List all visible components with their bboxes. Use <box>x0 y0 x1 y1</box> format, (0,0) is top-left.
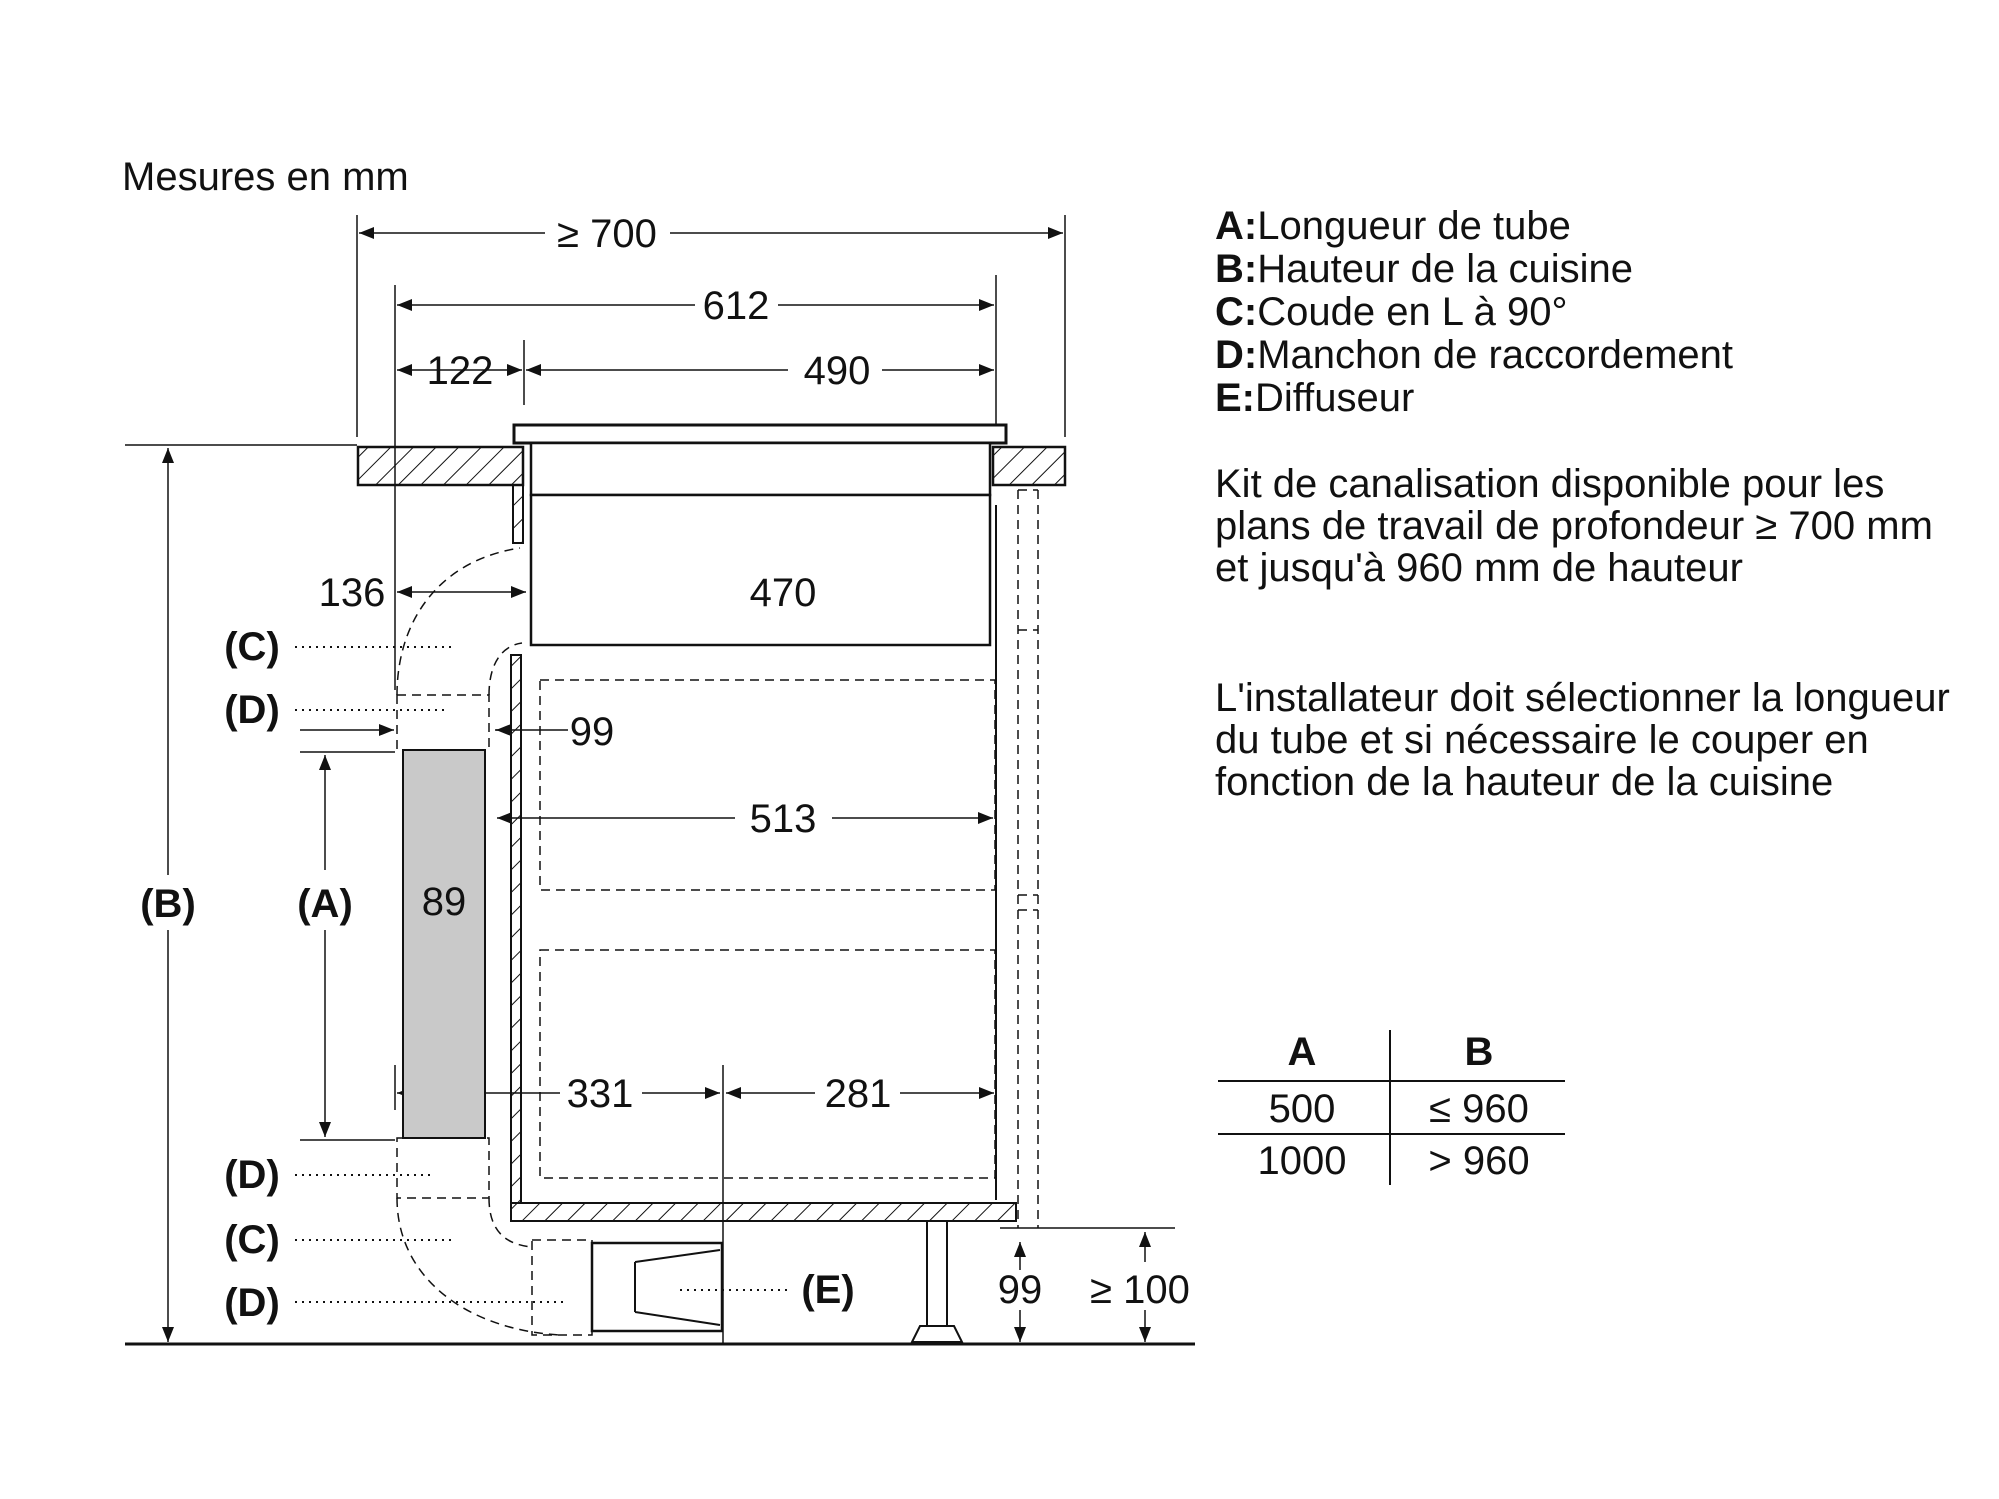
legend-key: E: <box>1215 376 1255 420</box>
diffuser <box>590 1241 724 1333</box>
dim-lower-left: 331 <box>567 1072 634 1116</box>
dim-plinth-height: 99 <box>998 1268 1043 1312</box>
callout-c-bottom: (C) <box>224 1218 280 1262</box>
legend-item: D:Manchon de raccordement <box>1215 334 1975 377</box>
diagram-title: Mesures en mm <box>122 155 409 199</box>
legend-key: A: <box>1215 204 1258 248</box>
callout-labels: (B) (A) (C) (D) (D) (C) (D) (E) <box>140 625 854 1325</box>
legend-item: A:Longueur de tube <box>1215 205 1975 248</box>
table-cell: > 960 <box>1428 1139 1530 1183</box>
table-grid <box>1218 1030 1565 1185</box>
dim-lower-right: 281 <box>825 1072 892 1116</box>
legend-text: Hauteur de la cuisine <box>1257 247 1633 291</box>
countertop <box>356 423 1067 544</box>
table-header-b: B <box>1464 1030 1494 1074</box>
dim-pipe-width: 89 <box>422 880 467 924</box>
legend-text: Coude en L à 90° <box>1257 290 1568 334</box>
callout-leaders <box>295 646 790 1303</box>
installer-note: L'installateur doit sélectionner la long… <box>1215 676 1950 804</box>
dim-plinth-min: ≥ 100 <box>1090 1268 1190 1312</box>
table-cell: 1000 <box>1257 1139 1347 1183</box>
legend-key: B: <box>1215 247 1258 291</box>
dim-front-offset: 122 <box>427 349 494 393</box>
cabinet-foot <box>910 1220 964 1343</box>
dim-unit-inner: 470 <box>750 571 817 615</box>
callout-c-top: (C) <box>224 625 280 669</box>
dim-unit-depth: 490 <box>804 349 871 393</box>
callout-d-bottom: (D) <box>224 1281 280 1325</box>
cabinet <box>510 489 1039 1228</box>
dimension-labels: ≥ 700 612 122 490 136 470 99 513 89 331 … <box>319 212 1190 1312</box>
dim-cutout-depth: 612 <box>703 284 770 328</box>
legend-item: C:Coude en L à 90° <box>1215 291 1975 334</box>
table-header-a: A <box>1287 1030 1317 1074</box>
dim-total-depth: ≥ 700 <box>557 212 657 256</box>
legend-key: D: <box>1215 333 1258 377</box>
legend-key: C: <box>1215 290 1258 334</box>
callout-b: (B) <box>140 882 196 926</box>
dimension-guides <box>125 215 1066 690</box>
table-cell: ≤ 960 <box>1429 1087 1529 1131</box>
duct-pipe <box>396 547 593 1336</box>
callout-a: (A) <box>297 882 353 926</box>
table-cell: 500 <box>1268 1087 1336 1131</box>
legend-text: Diffuseur <box>1255 376 1415 420</box>
callout-e: (E) <box>801 1268 854 1312</box>
legend: A:Longueur de tube B:Hauteur de la cuisi… <box>1215 205 1975 420</box>
legend-text: Manchon de raccordement <box>1257 333 1734 377</box>
dim-pipe-gap: 99 <box>570 710 615 754</box>
kit-availability-note: Kit de canalisation disponible pour les … <box>1215 462 1933 590</box>
dim-side-gap: 136 <box>319 571 386 615</box>
legend-text: Longueur de tube <box>1257 204 1571 248</box>
callout-d-top: (D) <box>224 688 280 732</box>
legend-item: B:Hauteur de la cuisine <box>1215 248 1975 291</box>
legend-item: E:Diffuseur <box>1215 377 1975 420</box>
callout-d-mid: (D) <box>224 1153 280 1197</box>
dim-drawer-depth: 513 <box>750 797 817 841</box>
hob-unit <box>529 441 992 647</box>
